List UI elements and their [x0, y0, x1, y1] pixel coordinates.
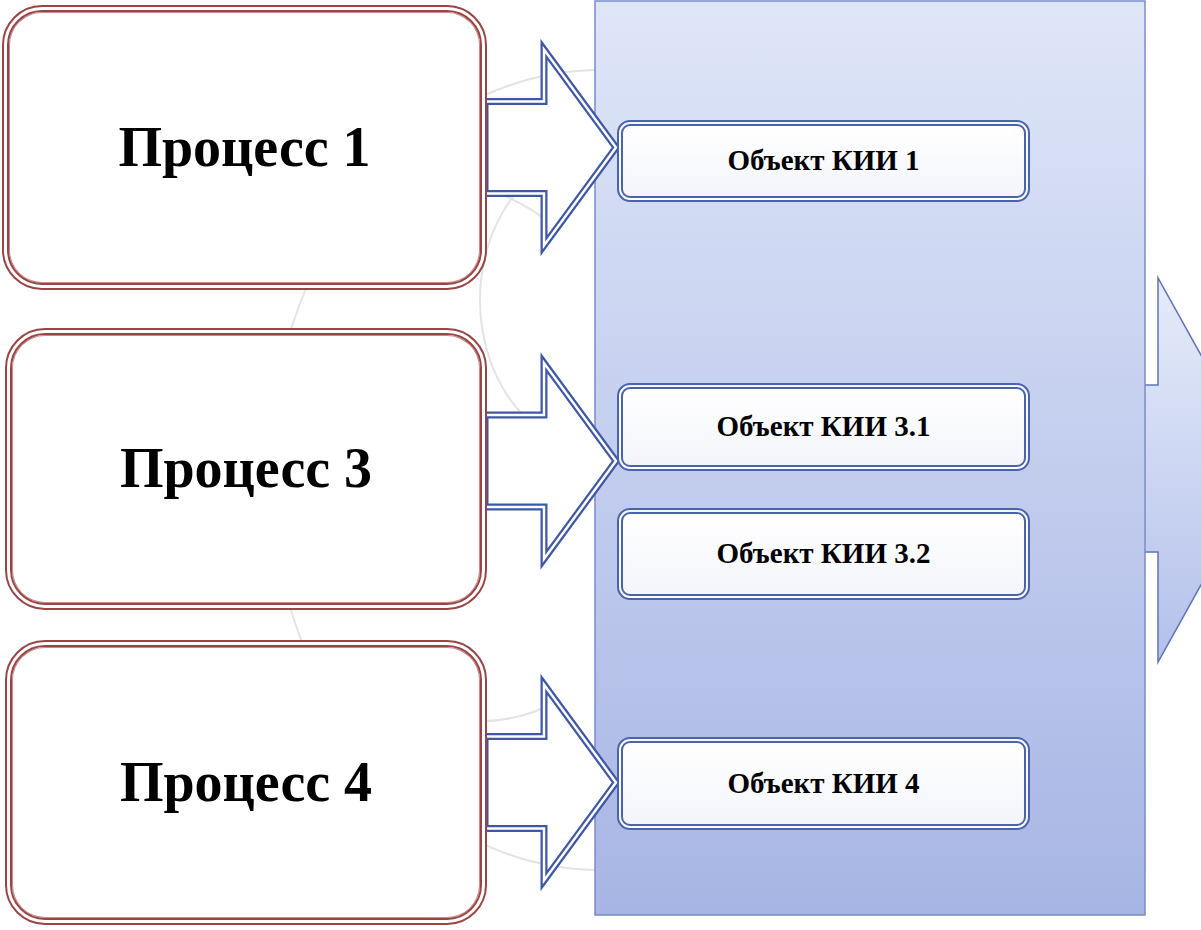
object-label: Объект КИИ 3.1	[717, 411, 931, 443]
arrow-inner-line	[485, 363, 616, 559]
process-box: Процесс 4	[5, 640, 487, 925]
hollow-arrow	[485, 685, 616, 881]
hollow-arrow	[485, 363, 616, 559]
object-label: Объект КИИ 4	[727, 768, 919, 800]
process-label: Процесс 4	[120, 752, 372, 814]
output-arrow	[1138, 278, 1201, 662]
object-box: Объект КИИ 3.1	[617, 383, 1030, 471]
process-box: Процесс 3	[5, 328, 487, 610]
arrow-inner-line	[485, 50, 616, 246]
process-label: Процесс 3	[120, 438, 372, 500]
object-box: Объект КИИ 4	[617, 737, 1030, 830]
object-label: Объект КИИ 3.2	[717, 538, 931, 570]
hollow-arrow	[485, 50, 616, 246]
arrow-outline	[485, 50, 616, 246]
arrow-outline	[485, 685, 616, 881]
process-label: Процесс 1	[118, 117, 370, 179]
object-panel	[595, 1, 1145, 915]
process-box: Процесс 1	[2, 5, 487, 290]
object-box: Объект КИИ 3.2	[617, 508, 1030, 600]
object-label: Объект КИИ 1	[727, 145, 919, 177]
arrow-outline	[485, 363, 616, 559]
arrow-inner-line	[485, 685, 616, 881]
object-box: Объект КИИ 1	[617, 120, 1030, 202]
